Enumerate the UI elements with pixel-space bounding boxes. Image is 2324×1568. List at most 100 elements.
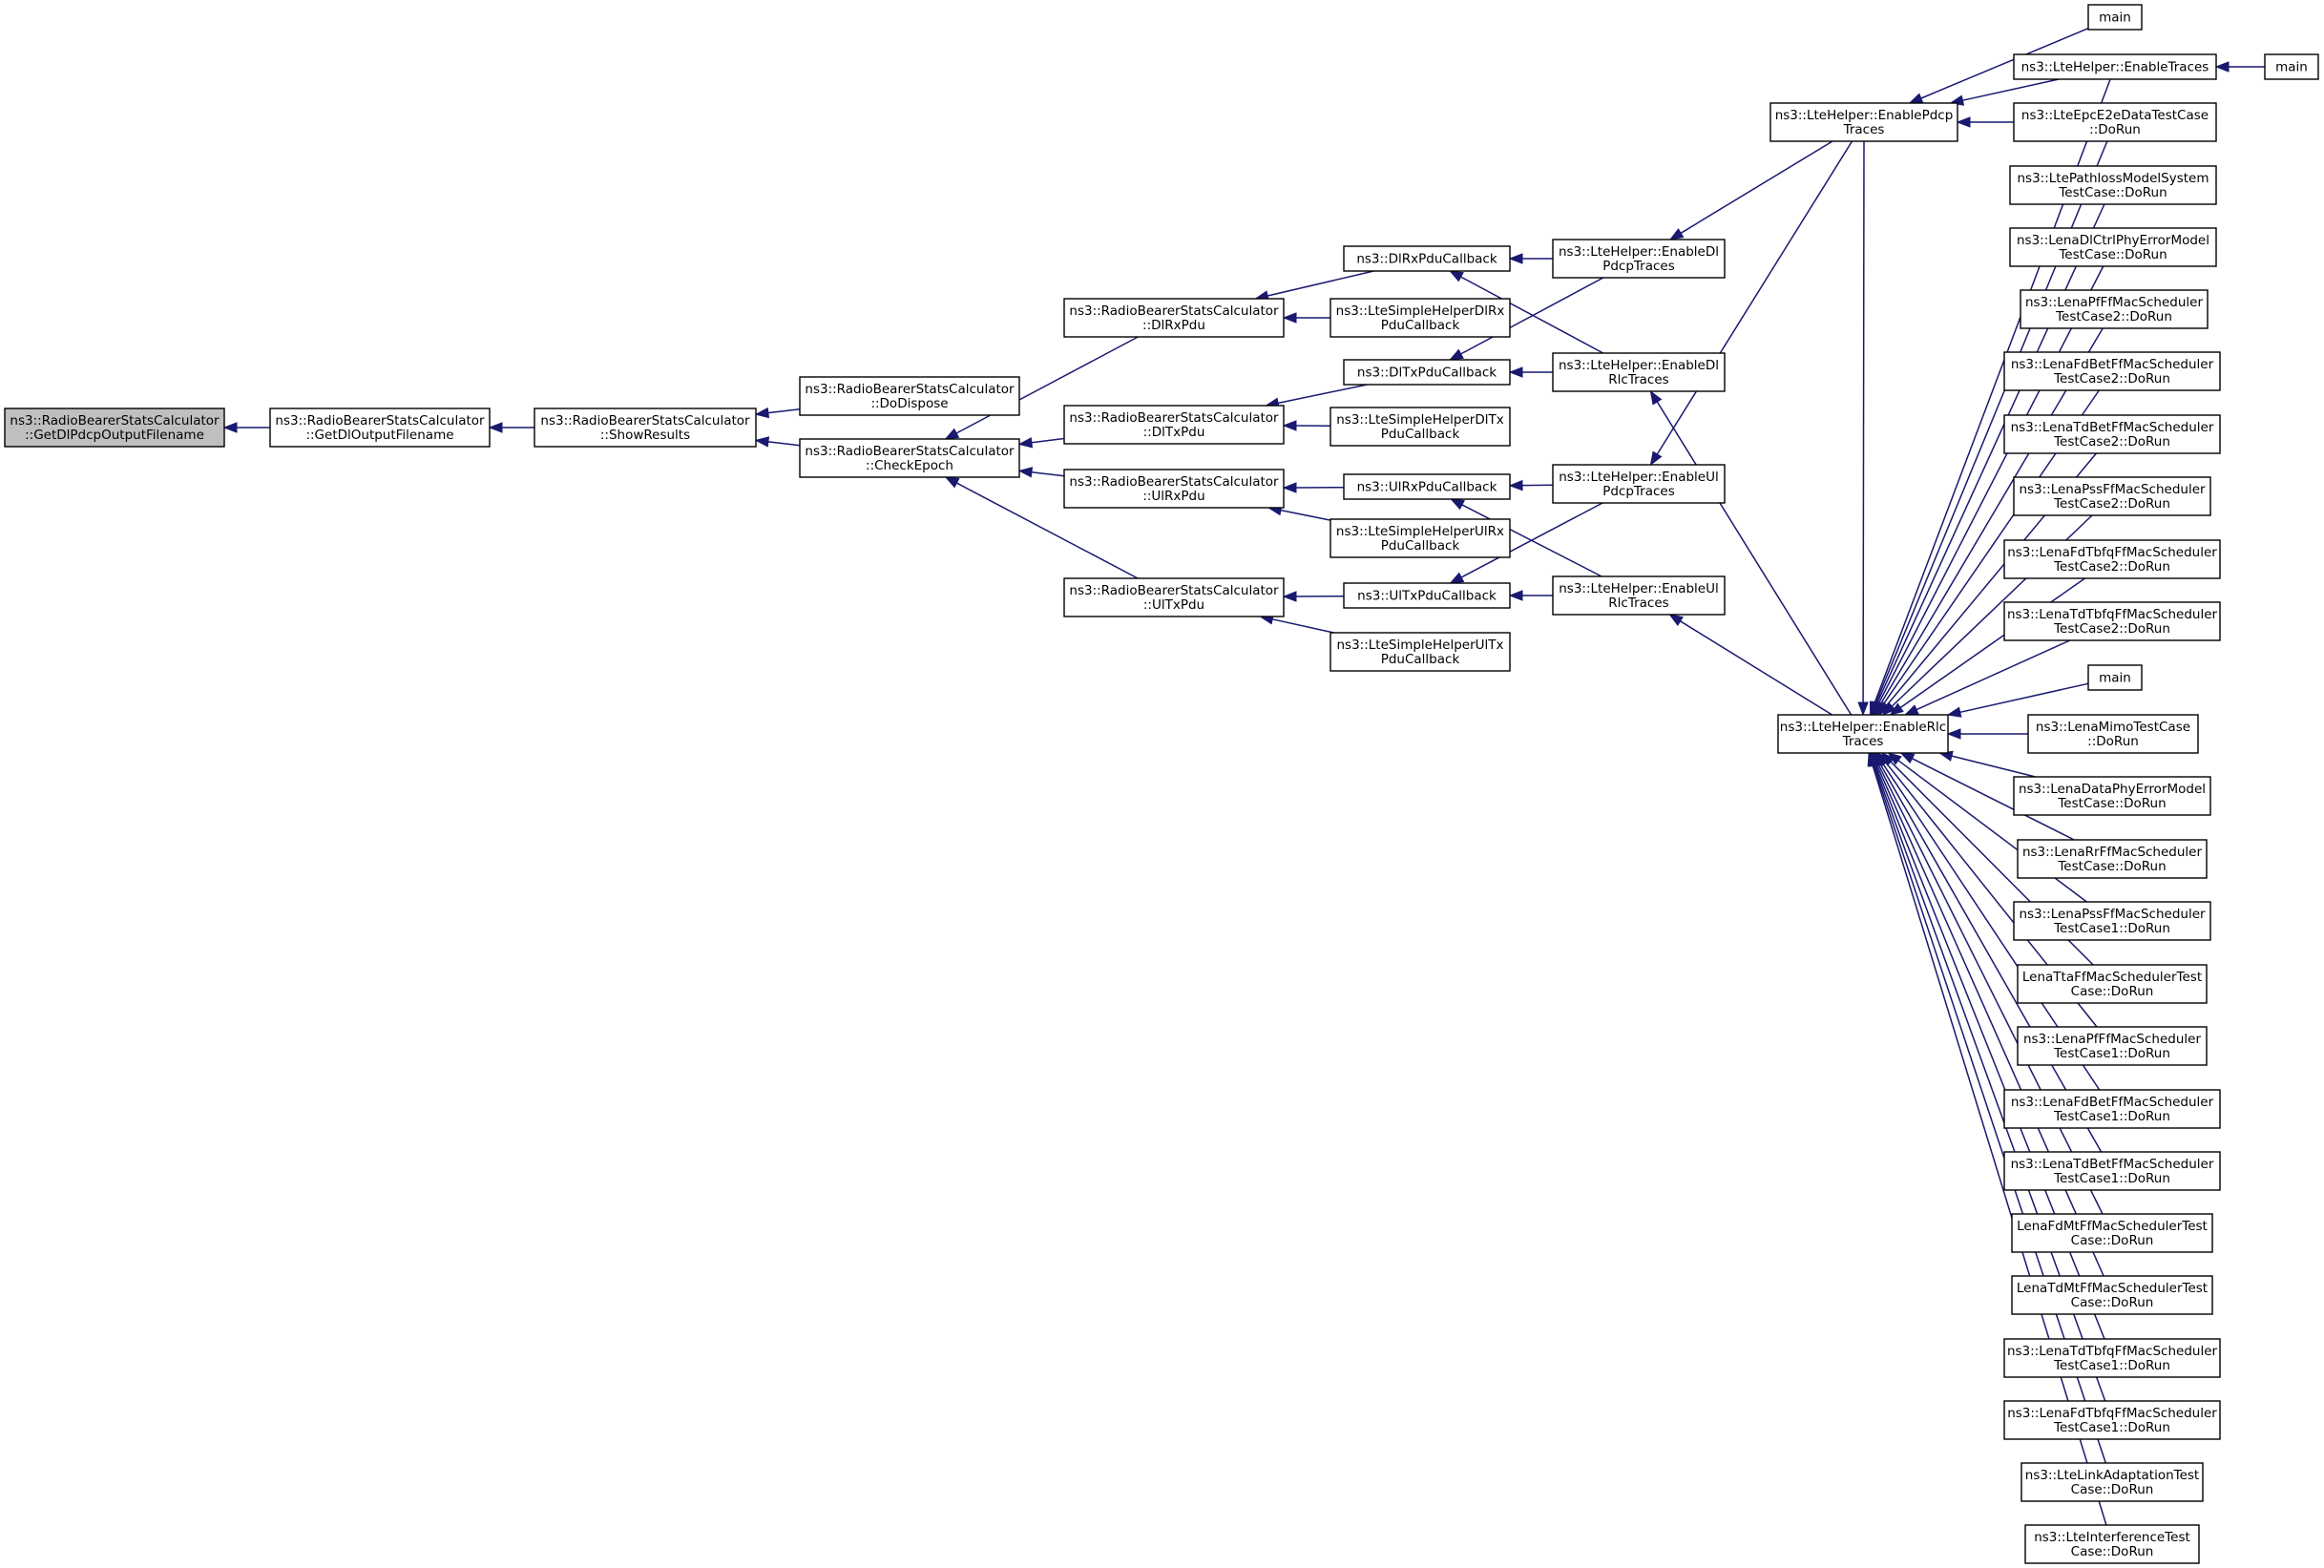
- node-label: ns3::LenaTdBetFfMacScheduler: [2011, 420, 2214, 435]
- node-label: ns3::LenaPfFfMacScheduler: [2023, 1032, 2201, 1047]
- node-dlrxpdu[interactable]: ns3::RadioBearerStatsCalculator::DlRxPdu: [1063, 298, 1285, 338]
- edge-enablepdcp-to-enableulpdcp: [1656, 140, 1853, 455]
- node-pathloss[interactable]: ns3::LtePathlossModelSystemTestCase::DoR…: [2009, 165, 2217, 205]
- node-pss1[interactable]: ns3::LenaPssFfMacSchedulerTestCase1::DoR…: [2013, 901, 2211, 941]
- node-tdtbfq2[interactable]: ns3::LenaTdTbfqFfMacSchedulerTestCase2::…: [2003, 601, 2221, 641]
- node-dltxcb[interactable]: ns3::DlTxPduCallback: [1343, 359, 1511, 386]
- node-dlctrlphy[interactable]: ns3::LenaDlCtrlPhyErrorModelTestCase::Do…: [2009, 227, 2217, 267]
- node-label: ns3::LenaFdTbfqFfMacScheduler: [2007, 1406, 2217, 1421]
- node-box: [1329, 407, 1511, 447]
- node-dataphy[interactable]: ns3::LenaDataPhyErrorModelTestCase::DoRu…: [2013, 776, 2211, 816]
- node-box: [2009, 165, 2217, 205]
- node-ulrxcb[interactable]: ns3::UlRxPduCallback: [1343, 473, 1511, 500]
- node-label: TestCase1::DoRun: [2053, 1420, 2170, 1435]
- node-box: [2017, 839, 2208, 879]
- node-dltxpdu[interactable]: ns3::RadioBearerStatsCalculator::DlTxPdu: [1063, 405, 1285, 445]
- node-pfff1[interactable]: ns3::LenaPfFfMacSchedulerTestCase1::DoRu…: [2017, 1026, 2208, 1066]
- edge-dataphy-to-enablerlc: [1951, 755, 2036, 778]
- arrowhead-icon: [1649, 450, 1663, 467]
- node-ultxcb[interactable]: ns3::UlTxPduCallback: [1343, 582, 1511, 609]
- arrowhead-icon: [1449, 270, 1464, 282]
- node-fdbet1[interactable]: ns3::LenaFdBetFfMacSchedulerTestCase1::D…: [2003, 1089, 2221, 1129]
- arrowhead-icon: [1282, 312, 1297, 324]
- node-box: [2087, 4, 2143, 31]
- node-main3[interactable]: main: [2087, 664, 2143, 691]
- node-epce2e[interactable]: ns3::LteEpcE2eDataTestCase::DoRun: [2013, 102, 2217, 142]
- node-tdbet1[interactable]: ns3::LenaTdBetFfMacSchedulerTestCase1::D…: [2003, 1151, 2221, 1191]
- node-label: ns3::UlTxPduCallback: [1357, 589, 1497, 604]
- arrowhead-icon: [754, 436, 770, 448]
- node-mimo[interactable]: ns3::LenaMimoTestCase::DoRun: [2027, 714, 2199, 754]
- node-getdloutput[interactable]: ns3::RadioBearerStatsCalculator::GetDlOu…: [269, 408, 491, 448]
- node-label: ::GetDlPdcpOutputFilename: [25, 428, 204, 443]
- node-fdbet2[interactable]: ns3::LenaFdBetFfMacSchedulerTestCase2::D…: [2003, 351, 2221, 391]
- node-box: [2087, 664, 2143, 691]
- node-enabletraces[interactable]: ns3::LteHelper::EnableTraces: [2013, 53, 2217, 80]
- node-box: [1343, 582, 1511, 609]
- node-box: [2264, 53, 2319, 80]
- node-tdbet2[interactable]: ns3::LenaTdBetFfMacSchedulerTestCase2::D…: [2003, 414, 2221, 454]
- node-box: [2003, 1089, 2221, 1129]
- node-box: [2020, 289, 2209, 329]
- node-box: [1343, 359, 1511, 386]
- node-root[interactable]: ns3::RadioBearerStatsCalculator::GetDlPd…: [4, 408, 225, 448]
- node-label: TestCase2::DoRun: [2055, 309, 2172, 324]
- node-ultxpdu[interactable]: ns3::RadioBearerStatsCalculator::UlTxPdu: [1063, 577, 1285, 617]
- edge-enablepdcp-to-enabledlpdcp: [1680, 140, 1833, 234]
- edge-tdtbfq2-to-enablerlc: [1916, 639, 2071, 711]
- node-main1[interactable]: main: [2087, 4, 2143, 31]
- edge-enablerlc-to-enabledlrlc: [1656, 401, 1853, 716]
- node-dodispose[interactable]: ns3::RadioBearerStatsCalculator::DoDispo…: [799, 376, 1020, 416]
- node-label: Traces: [1842, 734, 1884, 749]
- node-label: Case::DoRun: [2071, 1233, 2154, 1248]
- node-label: TestCase2::DoRun: [2053, 621, 2170, 637]
- node-label: PduCallback: [1381, 652, 1460, 667]
- node-label: Case::DoRun: [2071, 1482, 2154, 1497]
- edge-checkepoch-to-showresults: [767, 441, 801, 447]
- node-checkepoch[interactable]: ns3::RadioBearerStatsCalculator::CheckEp…: [799, 438, 1020, 478]
- edge-ulrxpdu-to-checkepoch: [1031, 471, 1065, 477]
- node-fdtbfq2[interactable]: ns3::LenaFdTbfqFfMacSchedulerTestCase2::…: [2003, 539, 2221, 579]
- edge-dodispose-to-showresults: [767, 408, 801, 414]
- node-showresults[interactable]: ns3::RadioBearerStatsCalculator::ShowRes…: [534, 408, 757, 448]
- node-tdtbfq1[interactable]: ns3::LenaTdTbfqFfMacSchedulerTestCase1::…: [2003, 1338, 2221, 1378]
- node-fdtbfq1[interactable]: ns3::LenaFdTbfqFfMacSchedulerTestCase1::…: [2003, 1400, 2221, 1440]
- node-box: [2027, 714, 2199, 754]
- node-pfff2[interactable]: ns3::LenaPfFfMacSchedulerTestCase2::DoRu…: [2020, 289, 2209, 329]
- node-label: TestCase2::DoRun: [2053, 371, 2170, 387]
- node-box: [1552, 239, 1726, 279]
- node-dlrxcb[interactable]: ns3::DlRxPduCallback: [1343, 245, 1511, 272]
- node-box: [1343, 245, 1511, 272]
- node-label: TestCase::DoRun: [2057, 796, 2166, 811]
- node-label: ::UlTxPdu: [1143, 597, 1204, 613]
- node-pss2[interactable]: ns3::LenaPssFfMacSchedulerTestCase2::DoR…: [2013, 476, 2211, 516]
- node-label: ns3::LenaPfFfMacScheduler: [2025, 295, 2203, 310]
- arrowhead-icon: [944, 476, 960, 489]
- node-ulrxpdu[interactable]: ns3::RadioBearerStatsCalculator::UlRxPdu: [1063, 469, 1285, 509]
- node-label: ns3::LenaFdTbfqFfMacScheduler: [2007, 545, 2217, 560]
- arrowhead-icon: [1668, 228, 1685, 240]
- arrowhead-icon: [1017, 437, 1034, 449]
- node-main2[interactable]: main: [2264, 53, 2319, 80]
- arrowhead-icon: [754, 407, 770, 419]
- node-label: TestCase1::DoRun: [2053, 1358, 2170, 1373]
- node-label: ::CheckEpoch: [866, 458, 953, 473]
- node-label: TestCase2::DoRun: [2053, 496, 2170, 512]
